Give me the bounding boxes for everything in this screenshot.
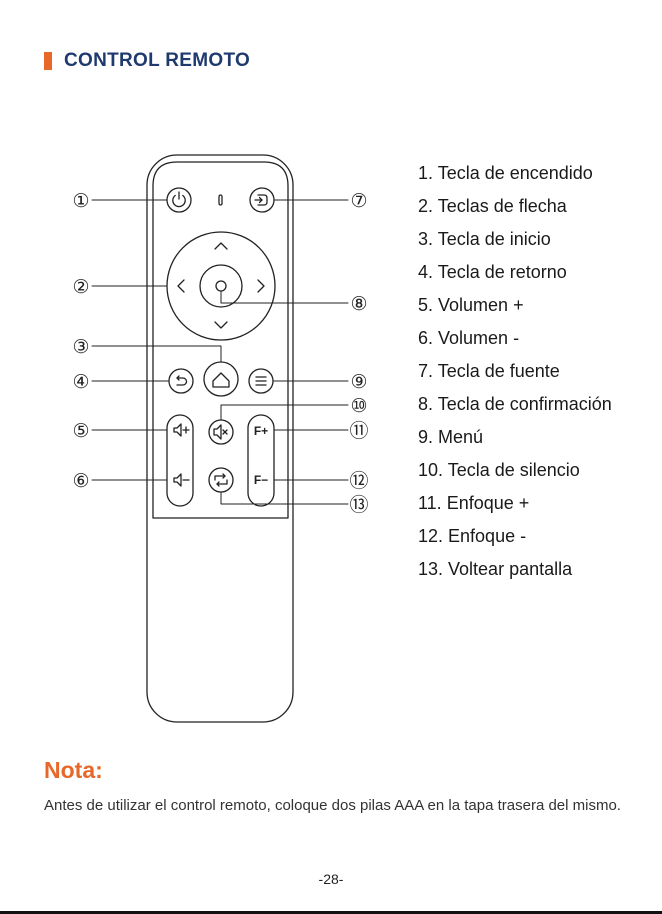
legend-item: 13. Voltear pantalla xyxy=(418,559,573,579)
power-button[interactable] xyxy=(166,187,192,213)
callout-5: ⑤ xyxy=(72,420,89,442)
note-title: Nota: xyxy=(44,757,103,783)
volume-up-icon xyxy=(173,423,190,437)
remote-top-panel xyxy=(152,161,289,519)
back-icon xyxy=(176,377,188,386)
legend-item: 1. Tecla de encendido xyxy=(418,163,593,183)
callout-leaders xyxy=(91,199,349,505)
note-text: Antes de utilizar el control remoto, col… xyxy=(44,797,621,814)
indicator-led xyxy=(218,194,223,206)
callout-13: ⑬ xyxy=(349,494,368,516)
arrow-down-icon xyxy=(214,321,228,329)
focus-down-label: F− xyxy=(254,473,268,487)
legend-item: 3. Tecla de inicio xyxy=(418,229,551,249)
mute-icon xyxy=(213,424,228,440)
legend-item: 11. Enfoque + xyxy=(418,493,530,513)
legend-item: 4. Tecla de retorno xyxy=(418,262,567,282)
flip-button[interactable] xyxy=(208,467,234,493)
dpad-ring[interactable] xyxy=(166,231,276,341)
source-icon xyxy=(254,194,268,206)
page-number: -28- xyxy=(318,871,344,887)
callout-10: ⑩ xyxy=(350,395,367,417)
home-icon xyxy=(212,372,230,388)
source-button[interactable] xyxy=(249,187,275,213)
callout-11: ⑪ xyxy=(349,420,368,442)
callout-3: ③ xyxy=(72,336,89,358)
callout-4: ④ xyxy=(72,371,89,393)
home-button[interactable] xyxy=(203,361,239,397)
legend-item: 7. Tecla de fuente xyxy=(418,361,560,381)
focus-rocker[interactable]: F+ F− xyxy=(247,414,275,507)
callout-9: ⑨ xyxy=(350,371,367,393)
focus-up-label: F+ xyxy=(254,424,268,438)
legend-item: 5. Volumen + xyxy=(418,295,524,315)
callout-6: ⑥ xyxy=(72,470,89,492)
ok-icon xyxy=(215,280,227,292)
legend-item: 8. Tecla de confirmación xyxy=(418,394,612,414)
legend-item: 9. Menú xyxy=(418,427,484,447)
bottom-rule xyxy=(0,911,662,914)
mute-button[interactable] xyxy=(208,419,234,445)
legend-item: 10. Tecla de silencio xyxy=(418,460,580,480)
legend-item: 12. Enfoque - xyxy=(418,526,527,546)
menu-button[interactable] xyxy=(248,368,274,394)
page-title: CONTROL REMOTO xyxy=(64,50,251,71)
callout-2: ② xyxy=(72,276,89,298)
remote-body xyxy=(146,154,294,723)
volume-down-icon xyxy=(173,473,190,487)
heading-accent-bar xyxy=(44,52,52,70)
callout-8: ⑧ xyxy=(350,293,367,315)
arrow-right-icon xyxy=(257,279,265,293)
back-button[interactable] xyxy=(168,368,194,394)
menu-icon xyxy=(255,376,267,386)
legend-item: 6. Volumen - xyxy=(418,328,520,348)
volume-rocker[interactable] xyxy=(166,414,194,507)
legend-item: 2. Teclas de flecha xyxy=(418,196,567,216)
callout-7: ⑦ xyxy=(350,190,367,212)
arrow-up-icon xyxy=(214,242,228,250)
arrow-left-icon xyxy=(177,279,185,293)
power-icon xyxy=(172,194,186,208)
callout-1: ① xyxy=(72,190,89,212)
callout-12: ⑫ xyxy=(349,470,368,492)
key-legend: 1. Tecla de encendido 2. Teclas de flech… xyxy=(418,160,612,589)
flip-icon xyxy=(214,473,228,487)
